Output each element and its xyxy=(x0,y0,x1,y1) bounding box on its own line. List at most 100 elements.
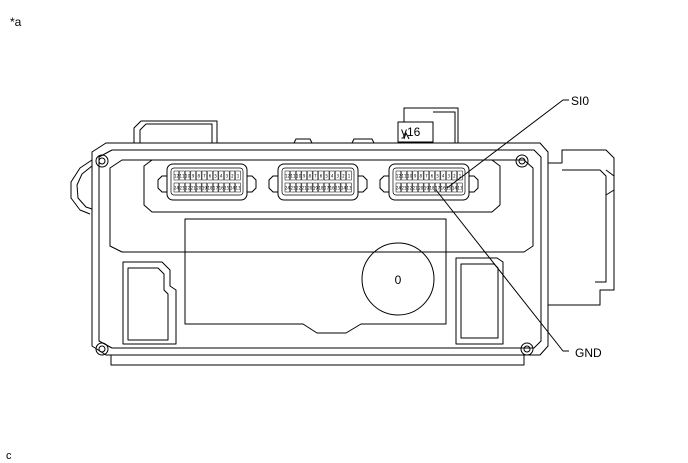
connector-pin xyxy=(196,182,202,193)
callout-gnd: GND xyxy=(575,346,602,360)
connector-pin-label: 4 xyxy=(442,174,445,179)
connector-pin-label: 16 xyxy=(219,186,225,191)
connector-pin xyxy=(295,170,302,181)
figure-label: *a xyxy=(10,15,22,29)
connector-pin-label: 3 xyxy=(226,174,229,179)
connector-pin-label: 13 xyxy=(235,186,241,191)
connector-pin xyxy=(423,182,430,193)
connector-pin-label: 19 xyxy=(202,186,208,191)
connector-pin-label: 5 xyxy=(325,174,328,179)
connector-pin xyxy=(329,182,335,193)
connector-pin-label: 14 xyxy=(230,186,236,191)
connector-pin-label: 19 xyxy=(424,186,430,191)
connector-pin xyxy=(451,182,458,193)
connector-pin xyxy=(346,182,352,193)
connector-pin-label: 13 xyxy=(346,186,352,191)
connector-pin-label: 23 xyxy=(290,186,296,191)
connector-pin xyxy=(218,182,224,193)
right-latch-inner xyxy=(460,263,499,339)
connector-pin-label: 9 xyxy=(303,174,306,179)
connector-code-label: y16 xyxy=(401,125,421,139)
connector-pin-label: 17 xyxy=(435,186,441,191)
connector-pin xyxy=(307,170,313,181)
connector-pin xyxy=(190,182,196,193)
connector-pin-label: 11 xyxy=(179,174,185,179)
connector-pin-label: 15 xyxy=(335,186,341,191)
connector-pin-label: 1 xyxy=(459,174,462,179)
connector-pin-label: 24 xyxy=(396,186,402,191)
connector-pin xyxy=(184,170,191,181)
left-tab-inner xyxy=(76,165,93,210)
connector-pin xyxy=(323,182,330,193)
housing-recess xyxy=(109,159,534,253)
connector-pin xyxy=(307,182,313,193)
connector-body xyxy=(388,163,470,201)
connector-pin-label: 12 xyxy=(285,174,291,179)
connector-pin-label: 23 xyxy=(401,186,407,191)
connector-pin xyxy=(412,170,418,181)
connector-pin xyxy=(196,170,202,181)
callout-si0: SI0 xyxy=(571,94,589,108)
connector-pin xyxy=(184,182,191,193)
connector-pin-label: 1 xyxy=(348,174,351,179)
connector-pin xyxy=(290,182,296,193)
connector-pin xyxy=(318,170,324,181)
connector-pin-label: 17 xyxy=(213,186,219,191)
top-left-bracket-inner xyxy=(139,123,213,143)
connector-pin xyxy=(401,170,407,181)
leader-line-gnd xyxy=(435,189,569,352)
connector-pin xyxy=(301,170,307,181)
connector-pin xyxy=(235,170,241,181)
connector-face xyxy=(392,167,466,196)
right-tab xyxy=(605,169,615,196)
connector-pin-label: 4 xyxy=(331,174,334,179)
connector-pin xyxy=(207,182,213,193)
connector-pin xyxy=(395,170,402,181)
connector-pin-label: 1 xyxy=(237,174,240,179)
connector-pin xyxy=(301,182,307,193)
connector-pin xyxy=(451,170,458,181)
connector-pin-label: 16 xyxy=(330,186,336,191)
connector-body xyxy=(166,163,248,201)
connector-pin xyxy=(207,170,213,181)
connector-pin-label: 10 xyxy=(407,174,413,179)
connector-pin xyxy=(224,170,230,181)
connector-pin-label: 23 xyxy=(179,186,185,191)
connector-pin xyxy=(401,182,407,193)
connector-pin-label: 15 xyxy=(446,186,452,191)
connector-pin xyxy=(229,170,236,181)
connector-pin xyxy=(335,182,341,193)
ecu-housing-inner xyxy=(98,149,542,349)
connector-pin-label: 3 xyxy=(448,174,451,179)
connector-pin xyxy=(434,182,441,193)
connector-pin xyxy=(446,182,452,193)
connector-pin xyxy=(457,182,463,193)
connector-pin-label: 14 xyxy=(341,186,347,191)
connector-pin-label: 13 xyxy=(457,186,463,191)
connector-pin-label: 18 xyxy=(318,186,324,191)
connector-pin xyxy=(335,170,341,181)
connector-pin xyxy=(201,170,208,181)
connector-pin xyxy=(329,170,335,181)
connector-pin-label: 22 xyxy=(185,186,191,191)
connector-pin xyxy=(190,170,196,181)
connector-pin-label: 10 xyxy=(185,174,191,179)
left-latch-inner xyxy=(127,267,169,341)
connector-pin-label: 5 xyxy=(214,174,217,179)
connector-pin xyxy=(446,170,452,181)
connector-pin xyxy=(340,170,347,181)
connector-bay xyxy=(143,159,501,213)
connector-pin-label: 8 xyxy=(198,174,201,179)
connector-latch-left xyxy=(268,175,278,193)
connector-pin-label: 21 xyxy=(302,186,308,191)
connector-pin-label: 24 xyxy=(285,186,291,191)
top-right-bracket-inner xyxy=(433,111,456,143)
connector-pin-label: 18 xyxy=(207,186,213,191)
housing-bottom-skirt xyxy=(110,355,525,366)
bolt-bottom-left xyxy=(95,342,109,356)
connector-pin-label: 20 xyxy=(196,186,202,191)
connector-pin xyxy=(290,170,296,181)
